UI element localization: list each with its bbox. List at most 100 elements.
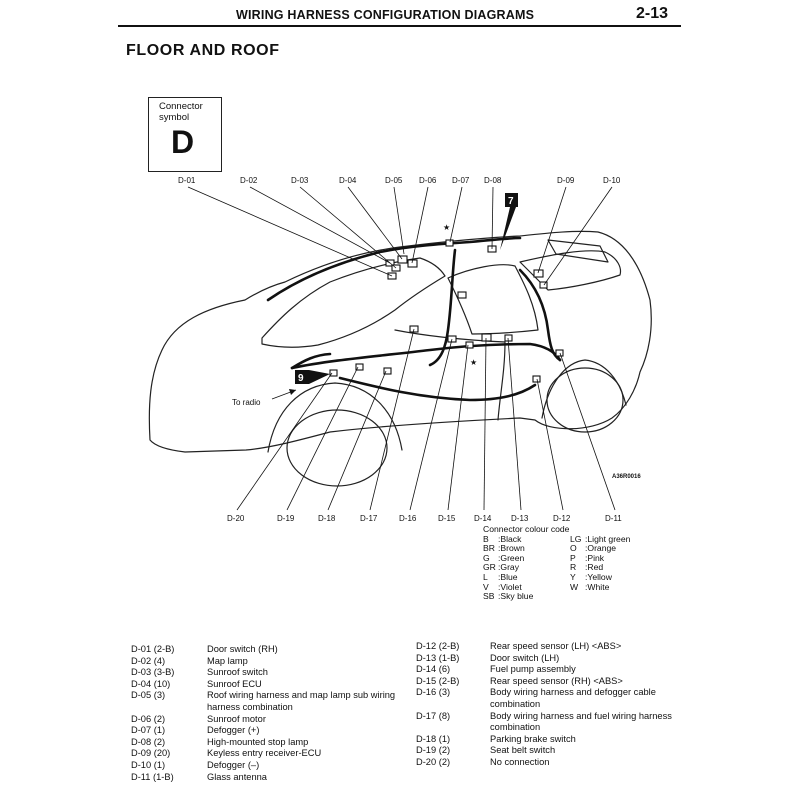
connector-symbol-label: Connector symbol [159,101,203,123]
colour-code-value: :Violet [498,581,522,592]
connector-id: D-03 (3-B) [131,667,175,678]
connector-D-04 [397,255,408,264]
connector-description: Defogger (+) [207,725,260,736]
colour-code-key: BR [483,543,495,554]
colour-code-key [570,592,585,602]
connector-description: Sunroof ECU [207,678,262,689]
connector-list-row: D-13 (1-B)Door switch (LH) [416,653,678,665]
front-wheel-arch [267,382,403,453]
colour-code-value: :Blue [498,571,518,582]
label-D-03: D-03 [291,176,309,185]
colour-code-key: O [570,543,577,554]
colour-code-value: :Orange [585,543,617,554]
connector-id: D-18 (1) [416,733,451,744]
wiring-diagram: ★ ★ 7 9 D-01 D-02 D-03 [148,176,652,523]
connector-description: Door switch (LH) [490,652,560,663]
connector-id: D-02 (4) [131,655,166,666]
rear-wheel-arch [541,359,627,419]
windshield-outline [261,257,446,348]
connector-list-row: D-17 (8)Body wiring harness and fuel wir… [416,711,678,734]
label-D-08: D-08 [484,176,502,185]
connector-list-row: D-04 (10)Sunroof ECU [131,679,396,691]
floor-harness [290,342,562,370]
connector-description: Roof wiring harness and map lamp sub wir… [207,690,396,712]
connector-list-row: D-18 (1)Parking brake switch [416,734,678,746]
connector-D-20 [329,369,338,377]
colour-code-key: B [483,533,489,544]
connector-list-row: D-05 (3)Roof wiring harness and map lamp… [131,690,396,713]
colour-code-key: V [483,581,489,592]
to-radio-arrowhead [289,389,296,395]
connector-D-14 [481,333,492,342]
connector-description: No connection [490,756,550,767]
page-number: 2-13 [636,5,669,22]
label-D-11: D-11 [605,514,622,523]
colour-code-row: SB:Sky blue [483,592,657,602]
to-radio-label: To radio [232,398,261,407]
front-feed-harness [290,352,332,370]
label-D-02: D-02 [240,176,258,185]
connector-D-09 [533,269,544,278]
connector-id: D-16 (3) [416,687,451,698]
front-wheel [286,409,388,487]
colour-code-key: R [570,562,577,573]
colour-code-value: :Light green [585,533,631,544]
connector-list-row: D-20 (2) No connection [416,757,678,769]
connector-D-12 [532,375,541,383]
connector-D-19 [355,363,364,371]
connector-list-row: D-08 (2)High-mounted stop lamp [131,737,396,749]
connector-description: Body wiring harness and defogger cable c… [490,687,656,709]
label-D-20: D-20 [227,514,245,523]
section-title: FLOOR AND ROOF [126,42,280,59]
pillar-harness [428,248,457,367]
marker-9-arrow [309,370,330,384]
colour-code-key: P [570,552,576,563]
colour-code-value: :Yellow [585,571,612,582]
connector-description: Body wiring harness and fuel wiring harn… [490,710,672,733]
connector-list-row: D-02 (4)Map lamp [131,656,396,668]
colour-code-value: :Pink [585,552,605,563]
rear-spoiler [547,239,609,263]
side-window-outline [447,264,539,335]
connector-list-row: D-19 (2)Seat belt switch [416,745,678,757]
connector-extra [457,291,467,299]
colour-code-key: GR [483,562,496,573]
connector-D-07 [445,239,454,247]
connector-id: D-12 (2-B) [416,641,460,651]
colour-code-key: L [483,571,488,582]
connector-description: High-mounted stop lamp [207,736,309,747]
label-D-16: D-16 [399,514,417,523]
colour-code-key: W [570,581,579,592]
connector-symbol-box: Connector symbol D [148,97,222,172]
figure-code: A36R0016 [612,474,641,480]
label-D-05: D-05 [385,176,403,185]
sill-harness [338,376,537,402]
connector-description: Rear speed sensor (RH) <ABS> [490,675,623,686]
connector-list-row: D-14 (6)Fuel pump assembly [416,664,678,676]
header-rule [118,25,681,27]
connector-id: D-06 (2) [131,713,166,724]
connector-description: Keyless entry receiver-ECU [207,748,322,759]
connector-description: Fuel pump assembly [490,664,576,675]
connector-list-row: D-07 (1)Defogger (+) [131,725,396,737]
colour-code-value: :Gray [498,562,520,573]
connector-D-18 [383,367,392,375]
connector-list-row: D-15 (2-B)Rear speed sensor (RH) <ABS> [416,676,678,688]
connector-id: D-20 (2) [416,756,451,767]
label-D-04: D-04 [339,176,357,185]
colour-code-key: LG [570,533,582,544]
label-D-19: D-19 [277,514,295,523]
car-body-outline [148,230,652,453]
label-D-14: D-14 [474,514,492,523]
connector-list-row: D-16 (3) Body wiring harness and defogger… [416,687,678,710]
connector-description: Defogger (–) [207,759,260,770]
star-mark-floor: ★ [470,358,477,367]
connector-id: D-10 (1) [131,759,166,770]
